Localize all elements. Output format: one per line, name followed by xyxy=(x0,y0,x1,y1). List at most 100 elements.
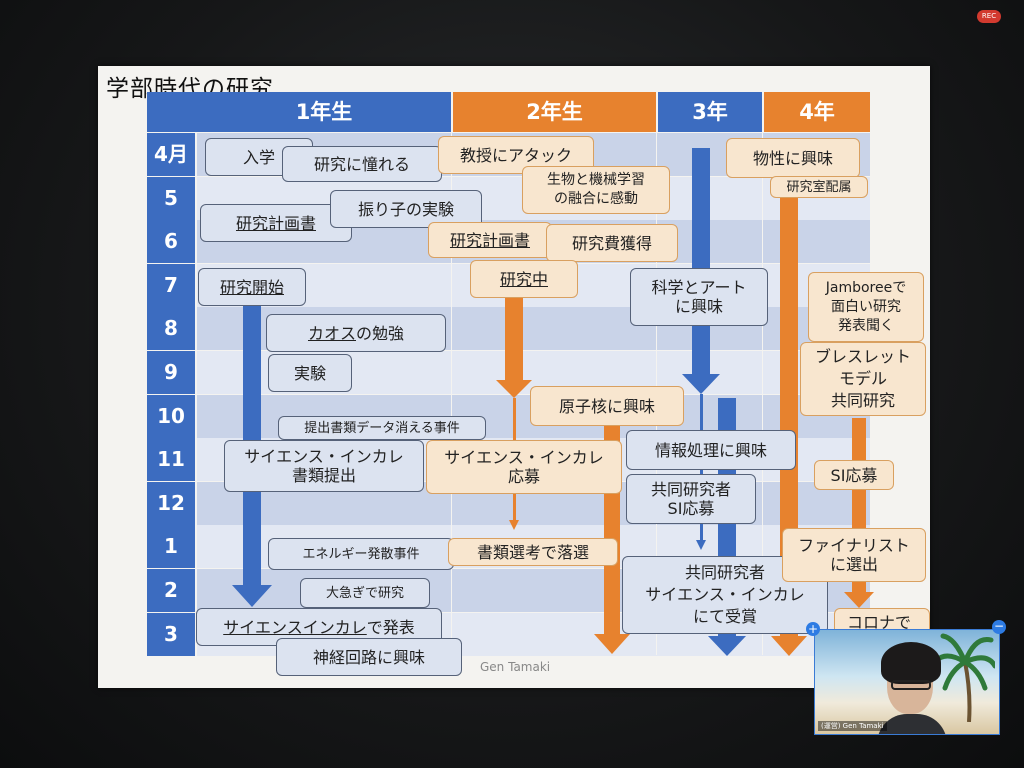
event-bracelet: ブレスレットモデル共同研究 xyxy=(800,342,926,416)
event-label-line2: サイエンス・インカレ xyxy=(645,585,805,604)
year-divider xyxy=(762,132,763,655)
event-label-line3: にて受賞 xyxy=(692,607,757,626)
event-label-line2: 面白い研究 xyxy=(830,298,901,315)
month-label: 10 xyxy=(147,395,195,439)
event-label: 研究計画書 xyxy=(235,213,316,233)
event-label-line1: 生物と機械学習 xyxy=(547,172,645,188)
event-jamboree: Jamboreeで面白い研究発表聞く xyxy=(808,272,924,342)
year-header-4: 4年 xyxy=(764,92,870,132)
event-label-line1: サイエンス・インカレ xyxy=(444,448,604,467)
slide-footer: Gen Tamaki xyxy=(480,660,551,674)
event-furiko: 振り子の実験 xyxy=(330,190,482,228)
event-label-line3: 共同研究 xyxy=(830,391,895,410)
event-label: 神経回路に興味 xyxy=(312,647,425,667)
participant-video-tile[interactable]: (運営) Gen Tamaki xyxy=(814,629,1000,735)
event-label-line1: サイエンス・インカレ xyxy=(244,447,404,466)
event-keikaku-2: 研究計画書 xyxy=(428,222,552,258)
event-shinkei: 神経回路に興味 xyxy=(276,638,462,676)
add-icon[interactable]: + xyxy=(806,622,820,636)
month-label: 2 xyxy=(147,569,195,613)
arrow-head-year4-a xyxy=(771,636,807,656)
arrow-head-year1 xyxy=(232,585,272,607)
month-label: 1 xyxy=(147,525,195,569)
event-bussei: 物性に興味 xyxy=(726,138,860,178)
arrow-head-year4-b xyxy=(844,592,874,608)
event-label-line3: 発表聞く xyxy=(837,317,894,334)
event-label-underlined: サイエンスインカレ xyxy=(223,617,367,637)
month-label: 7 xyxy=(147,264,195,308)
year-header-3: 3年 xyxy=(658,92,762,132)
event-energy: エネルギー発散事件 xyxy=(268,538,454,570)
event-label: 研究室配属 xyxy=(786,179,852,195)
minimize-icon[interactable]: − xyxy=(992,619,1006,634)
event-label: 提出書類データ消える事件 xyxy=(304,420,460,436)
palm-tree-icon xyxy=(935,633,995,722)
arrow-head-year2-c xyxy=(594,634,630,654)
event-genshikaku: 原子核に興味 xyxy=(530,386,684,426)
avatar-glasses xyxy=(891,680,931,690)
event-si-teishutsu: サイエンス・インカレ書類提出 xyxy=(224,440,424,492)
event-art: 科学とアートに興味 xyxy=(630,268,768,326)
event-si-oubo-4: SI応募 xyxy=(814,460,894,490)
event-yugo: 生物と機械学習の融合に感動 xyxy=(522,166,670,214)
month-label: 9 xyxy=(147,351,195,395)
event-keikaku-1: 研究計画書 xyxy=(200,204,352,242)
event-label: 振り子の実験 xyxy=(357,199,454,219)
month-label: 3 xyxy=(147,613,195,657)
arrow-head-year3-b xyxy=(696,540,706,550)
event-label-line2: モデル xyxy=(838,369,887,388)
event-joho: 情報処理に興味 xyxy=(626,430,796,470)
arrow-head-year2-a xyxy=(496,380,532,398)
event-label: SI応募 xyxy=(830,465,878,485)
event-kakutoku: 研究費獲得 xyxy=(546,224,678,262)
event-si-oubo-2: サイエンス・インカレ応募 xyxy=(426,440,622,494)
year-header-2: 2年生 xyxy=(453,92,656,132)
year-divider xyxy=(451,132,452,655)
participant-avatar xyxy=(877,640,947,734)
event-label: 原子核に興味 xyxy=(558,396,655,416)
header-corner xyxy=(147,92,197,132)
event-label: の勉強 xyxy=(356,323,405,343)
arrow-year3-a xyxy=(692,148,710,376)
arrow-head-year3-c xyxy=(708,636,746,656)
event-label-line1: 共同研究者 xyxy=(650,480,731,499)
arrow-head-year3-a xyxy=(682,374,720,394)
arrow-year2-a xyxy=(505,296,523,382)
event-label: 入学 xyxy=(242,147,275,167)
event-label-underlined: カオス xyxy=(307,323,356,343)
month-label: 8 xyxy=(147,307,195,351)
event-label: エネルギー発散事件 xyxy=(302,546,420,562)
event-label-line1: 共同研究者 xyxy=(684,563,765,582)
event-label-line2: の融合に感動 xyxy=(554,191,638,207)
avatar-hair xyxy=(881,642,941,684)
event-label: コロナで xyxy=(847,612,912,632)
month-label: 11 xyxy=(147,438,195,482)
event-label: 研究計画書 xyxy=(449,230,530,250)
event-label-line2: に選出 xyxy=(829,555,878,574)
event-label: 教授にアタック xyxy=(459,145,572,165)
event-label: 実験 xyxy=(293,363,326,383)
event-label: 研究開始 xyxy=(219,277,284,297)
event-label: 研究に憧れる xyxy=(313,154,410,174)
event-kaishi: 研究開始 xyxy=(198,268,306,306)
event-label: 物性に興味 xyxy=(752,148,833,168)
event-haizoku: 研究室配属 xyxy=(770,176,868,198)
event-jikken: 実験 xyxy=(268,354,352,392)
event-label-line2: SI応募 xyxy=(667,499,715,518)
event-label-line2: 書類提出 xyxy=(291,466,356,485)
event-label-line1: Jamboreeで xyxy=(825,279,907,296)
participant-name-label: (運営) Gen Tamaki xyxy=(818,721,887,731)
event-label: 書類選考で落選 xyxy=(476,542,589,562)
event-finalist: ファイナリストに選出 xyxy=(782,528,926,582)
event-label: 研究中 xyxy=(499,269,548,289)
month-label: 12 xyxy=(147,482,195,526)
event-label-line1: ブレスレット xyxy=(814,347,911,366)
avatar-shirt xyxy=(877,714,947,734)
event-label-line2: に興味 xyxy=(674,297,723,316)
event-label: 研究費獲得 xyxy=(571,233,652,253)
event-chaos: カオスの勉強 xyxy=(266,314,446,352)
arrow-head-year2-b xyxy=(509,520,519,530)
month-label: 4月 xyxy=(147,133,195,177)
year-header-1: 1年生 xyxy=(197,92,451,132)
